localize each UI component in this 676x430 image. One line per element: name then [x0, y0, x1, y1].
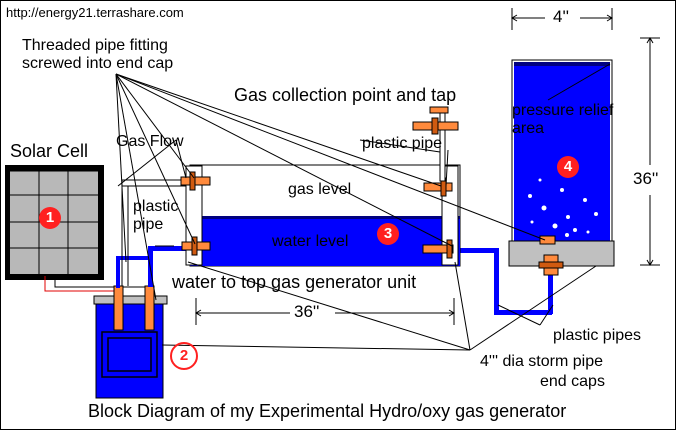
pressure-relief-label-2: area	[512, 120, 545, 137]
gas-collection-label: Gas collection point and tap	[234, 85, 457, 105]
plastic-pipe-left-label-2: pipe	[133, 216, 164, 233]
storm-pipe-label-1: 4''' dia storm pipe	[480, 353, 603, 370]
plastic-pipe-left-label-1: plastic	[133, 198, 179, 215]
generator-tube	[185, 164, 461, 267]
badge-generator: 3	[377, 223, 399, 245]
threaded-fitting-label-2: screwed into end cap	[22, 55, 174, 72]
pressure-relief-label-1: pressure relief	[512, 102, 614, 119]
leader-lines	[115, 63, 611, 351]
solar-cell-label: Solar Cell	[10, 141, 89, 161]
generator-fittings	[180, 171, 454, 259]
badge-tank: 4	[557, 156, 579, 178]
vertical-tank	[508, 59, 615, 276]
badge-solar-cell: 1	[39, 207, 61, 229]
badge-battery: 2	[170, 342, 198, 370]
plastic-pipes-label: plastic pipes	[553, 327, 642, 344]
dimensions	[195, 8, 660, 325]
gas-level-label: gas level	[288, 181, 352, 198]
length-dimension: 36''	[294, 302, 320, 321]
gas-flow-label: Gas Flow	[116, 133, 184, 150]
water-level-label: water level	[272, 233, 349, 250]
battery-unit	[93, 285, 168, 399]
water-to-top-label: water to top gas generator unit	[172, 272, 417, 292]
width-dimension: 4''	[553, 7, 569, 26]
solar-cell	[5, 165, 104, 280]
source-url: http://energy21.terrashare.com	[6, 5, 184, 20]
diagram-caption: Block Diagram of my Experimental Hydro/o…	[88, 401, 567, 421]
height-dimension: 36''	[633, 169, 659, 188]
plastic-pipe-top-label: plastic pipe	[362, 135, 443, 152]
threaded-fitting-label-1: Threaded pipe fitting	[22, 37, 168, 54]
storm-pipe-label-2: end caps	[540, 373, 605, 390]
gas-collection-tap	[412, 106, 459, 182]
